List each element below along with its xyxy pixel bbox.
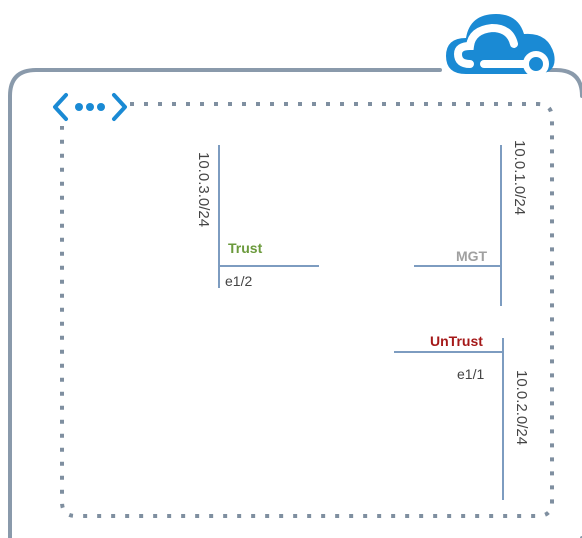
trust-subnet-cidr: 10.0.3.0/24 bbox=[195, 152, 212, 228]
trust-port-label: e1/2 bbox=[225, 273, 253, 289]
mgmt-subnet-cidr: 10.0.1.0/24 bbox=[511, 140, 528, 216]
mgt-label: MGT bbox=[456, 248, 488, 264]
trust-label: Trust bbox=[228, 240, 263, 256]
azure-cloud-icon bbox=[444, 8, 562, 88]
untrust-label: UnTrust bbox=[430, 333, 483, 349]
resource-group-frame bbox=[8, 68, 582, 538]
vnet-border bbox=[60, 102, 554, 518]
untrust-port-label: e1/1 bbox=[457, 366, 485, 382]
virtual-network-icon bbox=[52, 92, 128, 122]
untrust-subnet-cidr: 10.0.2.0/24 bbox=[513, 370, 530, 446]
